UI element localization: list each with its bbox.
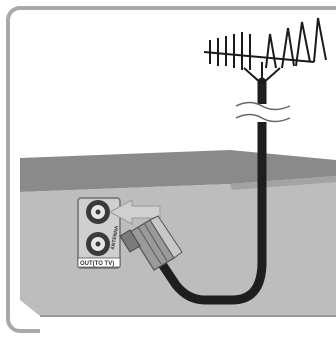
antenna-port-label: ANTENNA	[110, 225, 120, 250]
cable-break-mark	[235, 101, 291, 123]
coaxial-plug	[119, 215, 183, 271]
out-port-label: OUT(TO TV)	[80, 261, 114, 267]
out-port-label-box	[77, 257, 121, 268]
rf-in-connector	[86, 200, 110, 224]
antenna-icon	[203, 17, 327, 85]
rf-out-connector	[86, 232, 110, 256]
connect-direction-arrow	[108, 199, 161, 225]
device-top-panel	[20, 150, 336, 192]
device-edge-shade	[230, 176, 336, 190]
antenna-cable	[153, 77, 267, 305]
device-torn-edge	[40, 316, 336, 333]
